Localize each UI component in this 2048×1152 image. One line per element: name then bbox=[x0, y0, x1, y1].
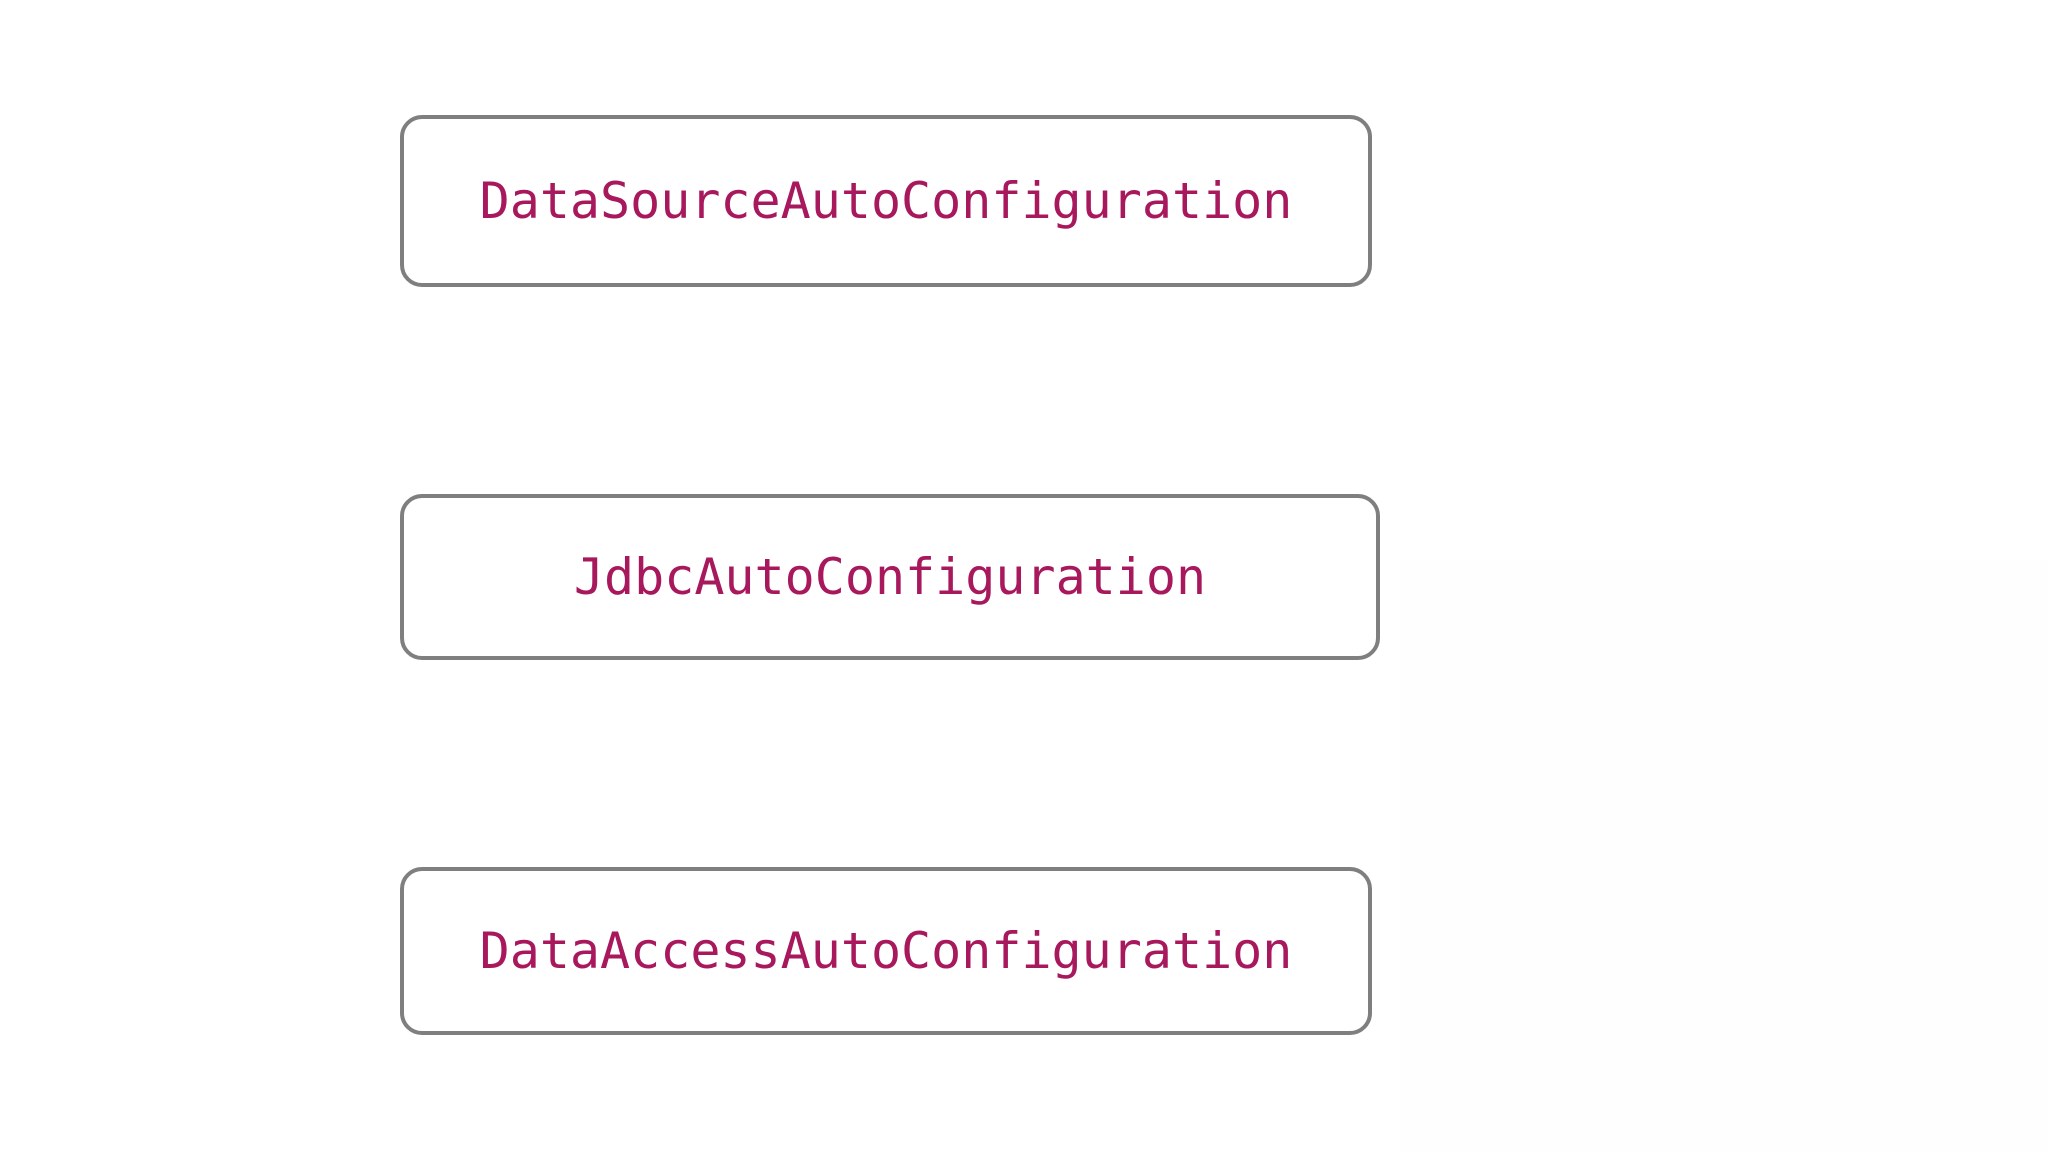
background-wash bbox=[1400, 560, 2048, 1152]
node-datasource-autoconfiguration[interactable]: DataSourceAutoConfiguration bbox=[400, 115, 1372, 287]
node-jdbc-autoconfiguration[interactable]: JdbcAutoConfiguration bbox=[400, 494, 1380, 660]
node-label-jdbc-autoconfiguration: JdbcAutoConfiguration bbox=[573, 548, 1207, 606]
node-label-datasource-autoconfiguration: DataSourceAutoConfiguration bbox=[479, 172, 1293, 230]
node-dataaccess-autoconfiguration[interactable]: DataAccessAutoConfiguration bbox=[400, 867, 1372, 1035]
node-label-dataaccess-autoconfiguration: DataAccessAutoConfiguration bbox=[479, 922, 1293, 980]
